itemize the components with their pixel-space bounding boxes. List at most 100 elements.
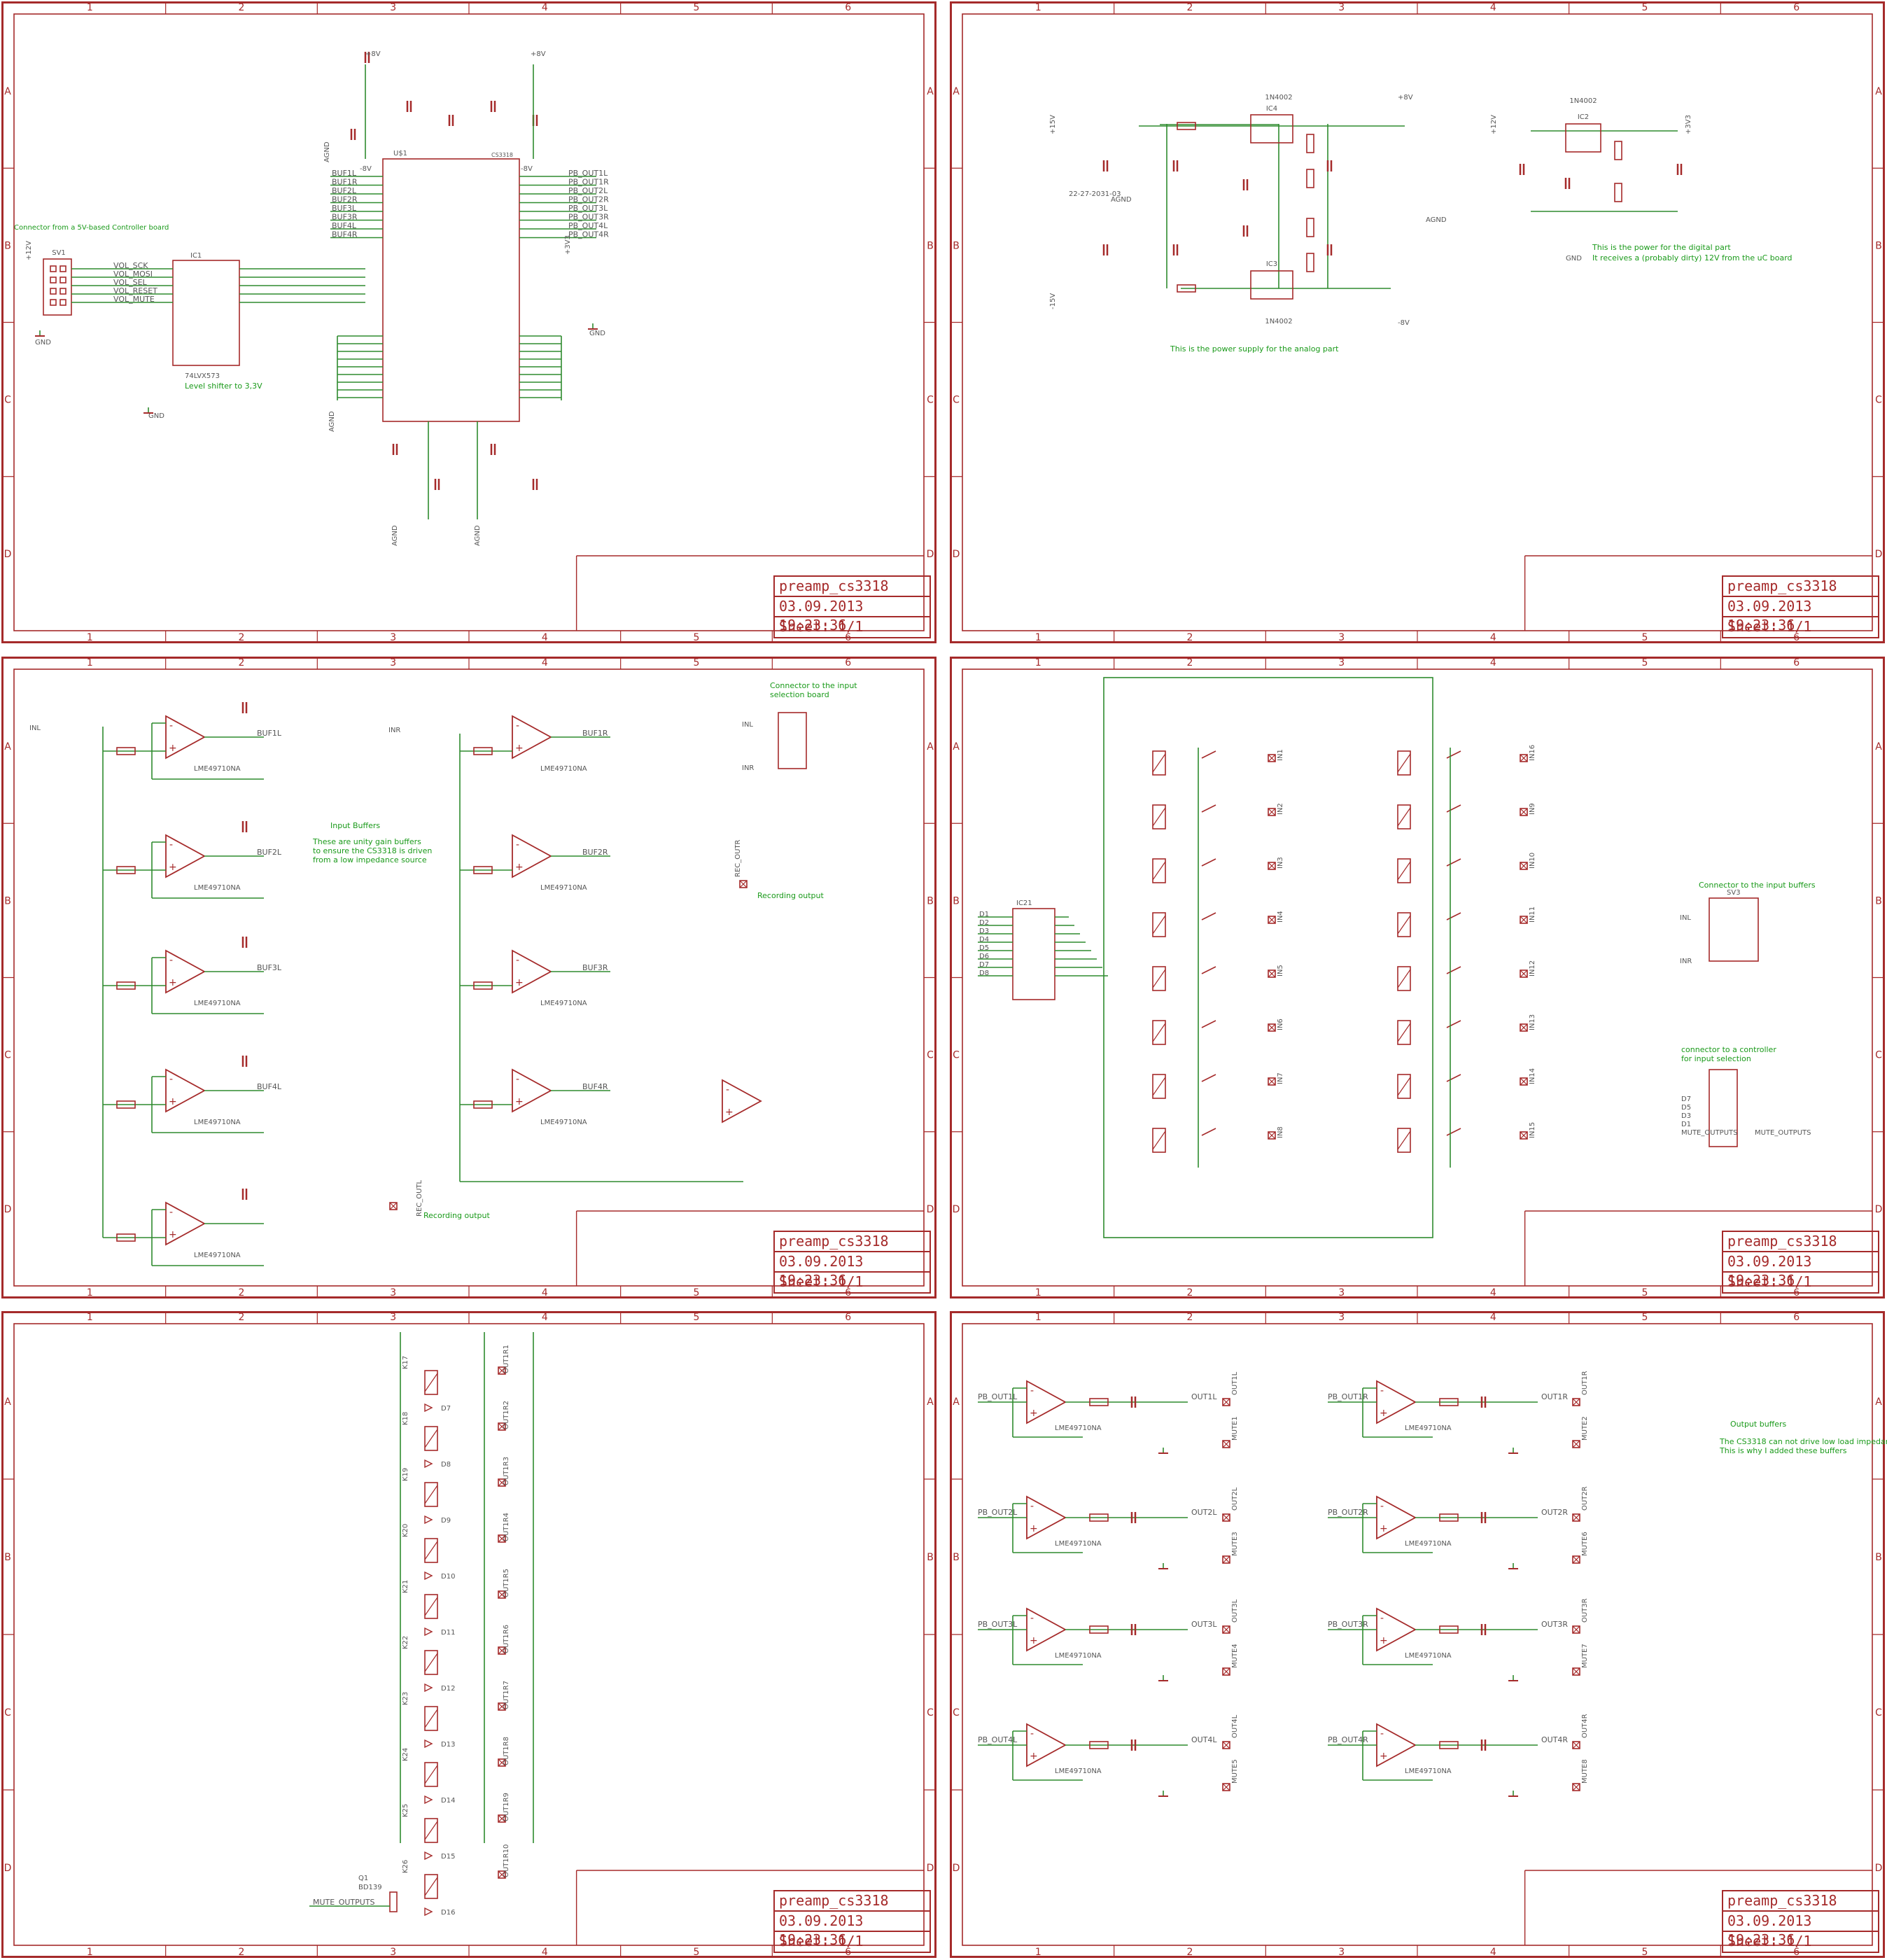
input-net-label: PB_OUT3R (1328, 1620, 1368, 1629)
grid-col-label: 4 (1490, 2, 1496, 13)
relay-coil-mark (424, 1373, 438, 1392)
mute-relay-coil (424, 1482, 438, 1507)
input-buffer-opamp (165, 1068, 206, 1113)
output-label: OUT1R10 (503, 1844, 510, 1877)
diode-symbol (424, 1907, 433, 1917)
note-controller-connector: Connector from a 5V-based Controller boa… (14, 224, 169, 232)
grid-col-label: 5 (694, 2, 700, 13)
input-label: IN2 (1277, 803, 1284, 815)
title-block-3: preamp_cs3318 03.09.2013 19:23:36 Sheet:… (773, 1231, 931, 1294)
grid-row-label: B (1875, 240, 1882, 251)
regulator-ic3 (1250, 270, 1293, 300)
title-block-sheet: Sheet: 1/1 (779, 1933, 864, 1949)
diode-label: D9 (441, 1517, 451, 1525)
pad-mark (1520, 1023, 1528, 1032)
relay-label: K24 (402, 1748, 409, 1761)
relay-coil (1397, 750, 1411, 776)
grid-row-label: B (953, 895, 960, 906)
grid-col-label: 4 (1490, 1312, 1496, 1323)
resistor (1306, 253, 1314, 272)
grid-row-label: A (4, 741, 11, 752)
net-label: D3 (979, 927, 989, 935)
output-net-label: BUF2L (257, 848, 282, 857)
part-ref: IC3 (1266, 260, 1277, 268)
supply-label: -8V (1398, 319, 1410, 327)
pad-mark (1572, 1741, 1580, 1749)
header-sv2 (1709, 1069, 1738, 1147)
pad-mark (1222, 1783, 1230, 1791)
grid-col-label: 2 (239, 1287, 245, 1298)
schematic-sheet-5 (1, 1311, 937, 1958)
part-ref: IC21 (1016, 899, 1032, 907)
output-label: OUT1R6 (503, 1625, 510, 1653)
grid-col-label: 2 (1187, 1287, 1193, 1298)
output-label: OUT1R5 (503, 1569, 510, 1597)
grid-col-label: 2 (239, 1947, 245, 1958)
net-label: INL (742, 721, 753, 729)
part-value: LME49710NA (540, 884, 587, 892)
grid-col-label: 6 (845, 657, 851, 668)
relay-coil-mark (1397, 915, 1411, 934)
net-label: D7 (979, 961, 989, 969)
input-resistor (116, 1233, 136, 1242)
title-block-sheet: Sheet: 1/1 (779, 618, 864, 635)
mute-label: MUTE3 (1231, 1532, 1239, 1556)
grid-col-label: 4 (1490, 632, 1496, 643)
note-input-buffers: Input Buffers (330, 821, 380, 830)
grid-col-label: 3 (390, 1287, 396, 1298)
mute-relay-coil (424, 1426, 438, 1451)
relay-coil (1397, 912, 1411, 937)
opamp-minus: - (169, 1074, 173, 1085)
pad-mark (1268, 1077, 1276, 1086)
opamp-plus: + (1030, 1635, 1038, 1646)
output-net-label: OUT2R (1541, 1508, 1568, 1517)
pin-label: PB_OUT4R (568, 230, 609, 239)
grid-row-label: B (1875, 895, 1882, 906)
relay-label: K21 (402, 1580, 409, 1593)
pad-mark (1222, 1513, 1230, 1522)
connection-pad (498, 1478, 506, 1487)
pin-label: PB_OUT2L (568, 186, 608, 195)
connection-pad (1520, 808, 1528, 816)
grid-col-label: 3 (1338, 632, 1345, 643)
grid-col-label: 1 (87, 1947, 93, 1958)
title-block-name: preamp_cs3318 (775, 1891, 930, 1912)
pin-label: BUF3R (332, 213, 358, 222)
input-label: IN1 (1277, 749, 1284, 761)
mute-label: MUTE6 (1581, 1532, 1589, 1556)
part-ref: IC1 (190, 252, 202, 260)
title-block-sheet: Sheet: 1/1 (779, 1273, 864, 1290)
input-resistor (116, 747, 136, 755)
relay-coil-mark (424, 1541, 438, 1560)
pad-mark (1572, 1625, 1580, 1634)
grid-row-label: C (927, 395, 934, 406)
part-value: LME49710NA (1055, 1424, 1102, 1432)
relay-coil-mark (1152, 969, 1166, 988)
output-net-label: BUF1L (257, 729, 282, 738)
pad-mark (498, 1478, 506, 1487)
net-label: MUTE_OUTPUTS (1681, 1129, 1737, 1137)
output-label: OUT1R (1581, 1371, 1589, 1395)
pin-label: BUF1R (332, 178, 358, 187)
connection-pad (1572, 1741, 1580, 1749)
output-label: OUT1R4 (503, 1513, 510, 1541)
part-value: LME49710NA (194, 1000, 241, 1007)
grid-col-label: 3 (1338, 1287, 1345, 1298)
connection-pad (498, 1870, 506, 1879)
mute-relay-coil (424, 1650, 438, 1675)
title-block-name: preamp_cs3318 (1723, 577, 1878, 597)
part-value: LME49710NA (194, 884, 241, 892)
grid-row-label: A (953, 741, 960, 752)
supply-label: -8V (360, 165, 372, 173)
diode-symbol (424, 1627, 433, 1637)
grid-col-label: 1 (1035, 2, 1041, 13)
pad-mark (1222, 1625, 1230, 1634)
relay-coil (1152, 1020, 1166, 1045)
output-net-label: OUT3L (1191, 1620, 1217, 1629)
relay-coil (1397, 858, 1411, 883)
output-resistor (1089, 1513, 1109, 1522)
resistor (1306, 169, 1314, 188)
title-block-5: preamp_cs3318 03.09.2013 19:23:36 Sheet:… (773, 1890, 931, 1953)
note-output-buffers: This is why I added these buffers (1719, 1446, 1847, 1455)
pad-mark (1520, 916, 1528, 924)
